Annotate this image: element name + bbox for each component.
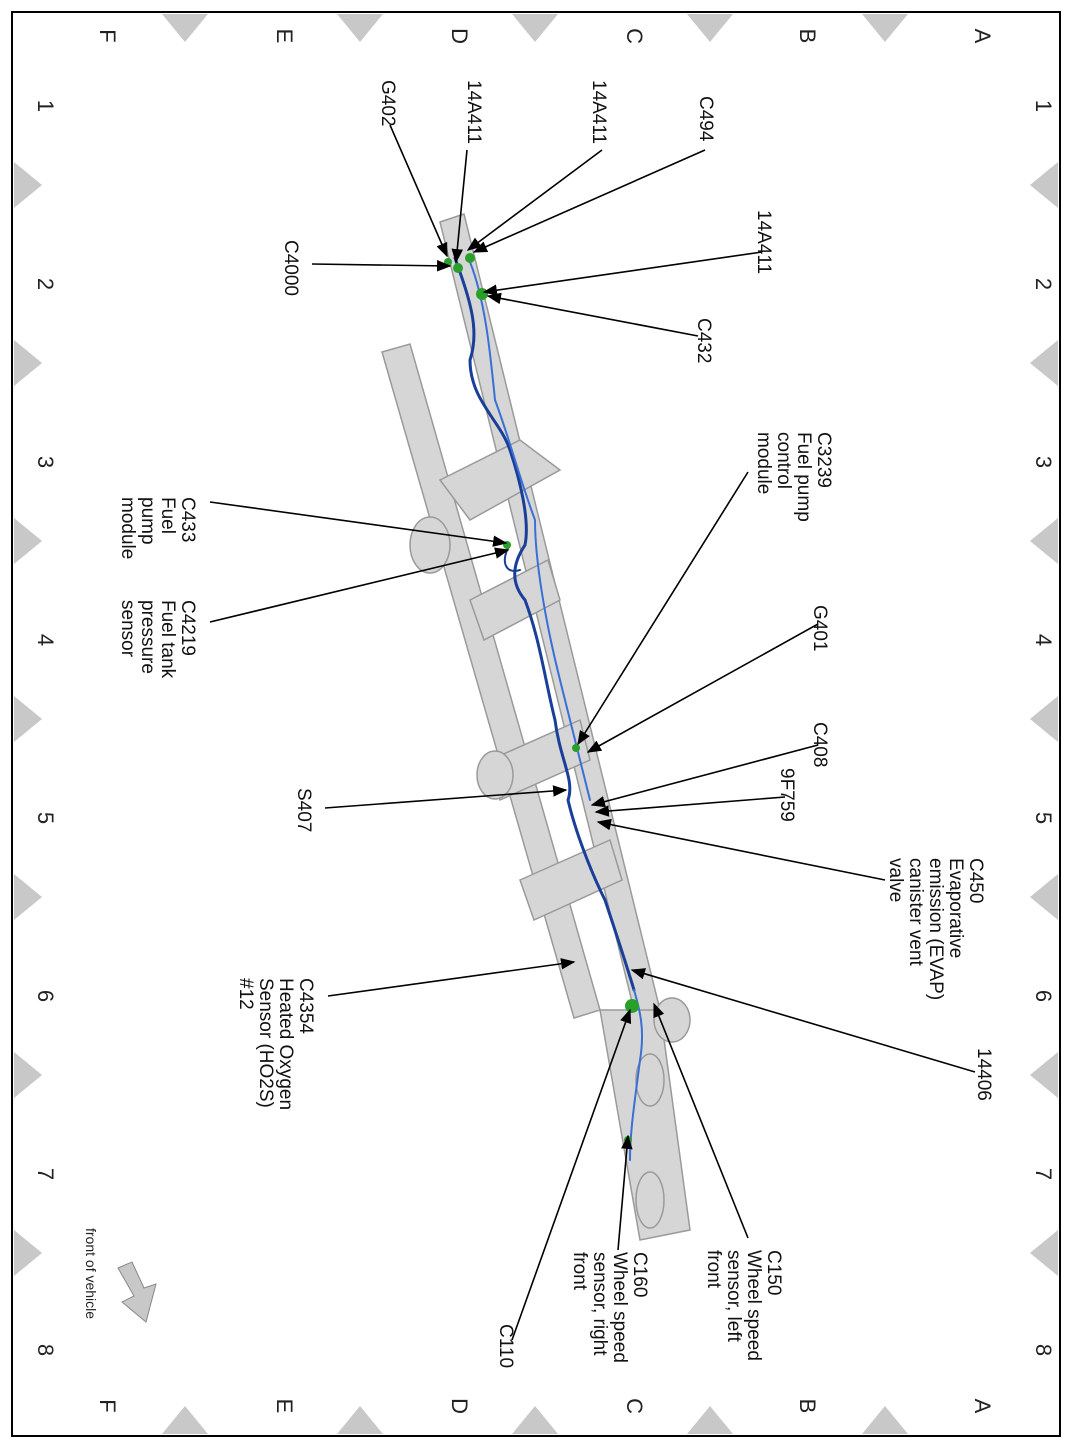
label-g402: G402: [377, 80, 398, 126]
svg-text:#12: #12: [235, 978, 256, 1010]
col-label-3: 3: [1031, 456, 1056, 468]
col-label-2: 2: [33, 278, 58, 290]
label-c160: C160 Wheel speed sensor, right front: [569, 1252, 650, 1363]
col-label-1: 1: [33, 100, 58, 112]
svg-text:sensor, left: sensor, left: [723, 1250, 744, 1343]
diagram-border: [11, 11, 1061, 1437]
row-label-f: F: [95, 29, 120, 42]
front-of-vehicle-label: front of vehicle: [83, 1228, 99, 1319]
label-g401: G401: [809, 605, 830, 651]
svg-text:C160: C160: [629, 1252, 650, 1297]
label-14406: 14406: [973, 1048, 994, 1101]
row-label-c: C: [622, 28, 647, 44]
row-label-a: A: [970, 1399, 995, 1414]
col-label-7: 7: [1031, 1168, 1056, 1180]
label-c4354: C4354 Heated Oxygen Sensor (HO2S) #12: [235, 978, 316, 1110]
row-label-d: D: [447, 1398, 472, 1414]
svg-text:Fuel pump: Fuel pump: [793, 432, 814, 522]
col-label-1: 1: [1031, 100, 1056, 112]
label-s407: S407: [293, 788, 314, 832]
svg-text:front: front: [569, 1252, 590, 1291]
svg-text:C150: C150: [763, 1250, 784, 1295]
col-label-8: 8: [33, 1344, 58, 1356]
label-c433: C433 Fuel pump module: [117, 497, 198, 559]
col-label-5: 5: [33, 812, 58, 824]
svg-text:Wheel speed: Wheel speed: [609, 1252, 630, 1363]
row-label-e: E: [272, 29, 297, 44]
leader-lines: [209, 124, 976, 1341]
svg-text:pump: pump: [137, 497, 158, 545]
col-label-7: 7: [33, 1168, 58, 1180]
label-9f759: 9F759: [776, 768, 797, 822]
front-of-vehicle-arrow-icon: [117, 1261, 157, 1323]
row-label-c: C: [622, 1398, 647, 1414]
col-label-4: 4: [1031, 634, 1056, 646]
svg-text:Sensor (HO2S): Sensor (HO2S): [255, 978, 276, 1108]
svg-text:pressure: pressure: [137, 600, 158, 674]
label-c494: C494: [695, 96, 716, 142]
svg-text:Fuel: Fuel: [157, 497, 178, 534]
label-14a411-2: 14A411: [588, 80, 609, 144]
svg-text:emission (EVAP): emission (EVAP): [925, 858, 946, 1000]
svg-text:Heated Oxygen: Heated Oxygen: [275, 978, 296, 1110]
col-label-6: 6: [33, 990, 58, 1002]
row-label-b: B: [795, 1399, 820, 1414]
svg-text:Fuel tank: Fuel tank: [157, 600, 178, 679]
col-label-2: 2: [1031, 278, 1056, 290]
svg-text:Evaporative: Evaporative: [945, 858, 966, 958]
col-label-8: 8: [1031, 1344, 1056, 1356]
grid-row-labels-top: F E D C B A: [95, 28, 995, 44]
svg-text:module: module: [753, 432, 774, 494]
svg-text:Wheel speed: Wheel speed: [743, 1250, 764, 1361]
svg-text:control: control: [773, 432, 794, 489]
grid-row-labels-bottom: F E D C B A: [95, 1398, 995, 1414]
row-label-b: B: [795, 29, 820, 44]
svg-text:front: front: [703, 1250, 724, 1289]
svg-text:C4354: C4354: [295, 978, 316, 1034]
svg-text:C4219: C4219: [177, 600, 198, 656]
svg-text:module: module: [117, 497, 138, 559]
label-c4000: C4000: [280, 240, 301, 296]
label-c3239: C3239 Fuel pump control module: [753, 432, 834, 522]
row-label-a: A: [970, 29, 995, 44]
label-c408: C408: [809, 722, 830, 767]
label-14a411-3: 14A411: [753, 210, 774, 274]
svg-text:sensor, right: sensor, right: [589, 1252, 610, 1356]
connector-labels: G402 14A411 14A411 C494 14A411 C4000 C43…: [117, 80, 994, 1368]
svg-text:C450: C450: [965, 858, 986, 903]
col-label-5: 5: [1031, 812, 1056, 824]
svg-text:valve: valve: [885, 858, 906, 902]
label-c150: C150 Wheel speed sensor, left front: [703, 1250, 784, 1361]
grid-markers: [14, 14, 1058, 1434]
label-14a411-1: 14A411: [463, 80, 484, 144]
label-c110: C110: [495, 1324, 516, 1368]
svg-text:C3239: C3239: [813, 432, 834, 488]
col-label-4: 4: [33, 634, 58, 646]
svg-text:C433: C433: [177, 497, 198, 542]
row-label-f: F: [95, 1399, 120, 1412]
grid-column-labels-right: 1 2 3 4 5 6 7 8: [1031, 100, 1056, 1356]
svg-text:sensor: sensor: [117, 600, 138, 658]
col-label-3: 3: [33, 456, 58, 468]
svg-text:canister vent: canister vent: [905, 858, 926, 966]
row-label-d: D: [447, 28, 472, 44]
label-c4219: C4219 Fuel tank pressure sensor: [117, 600, 198, 679]
row-label-e: E: [272, 1399, 297, 1414]
label-c432: C432: [693, 318, 714, 363]
label-c450: C450 Evaporative emission (EVAP) caniste…: [885, 858, 986, 1000]
grid-column-labels-left: 1 2 3 4 5 6 7 8: [33, 100, 58, 1356]
vehicle-frame: [381, 213, 691, 1241]
col-label-6: 6: [1031, 990, 1056, 1002]
